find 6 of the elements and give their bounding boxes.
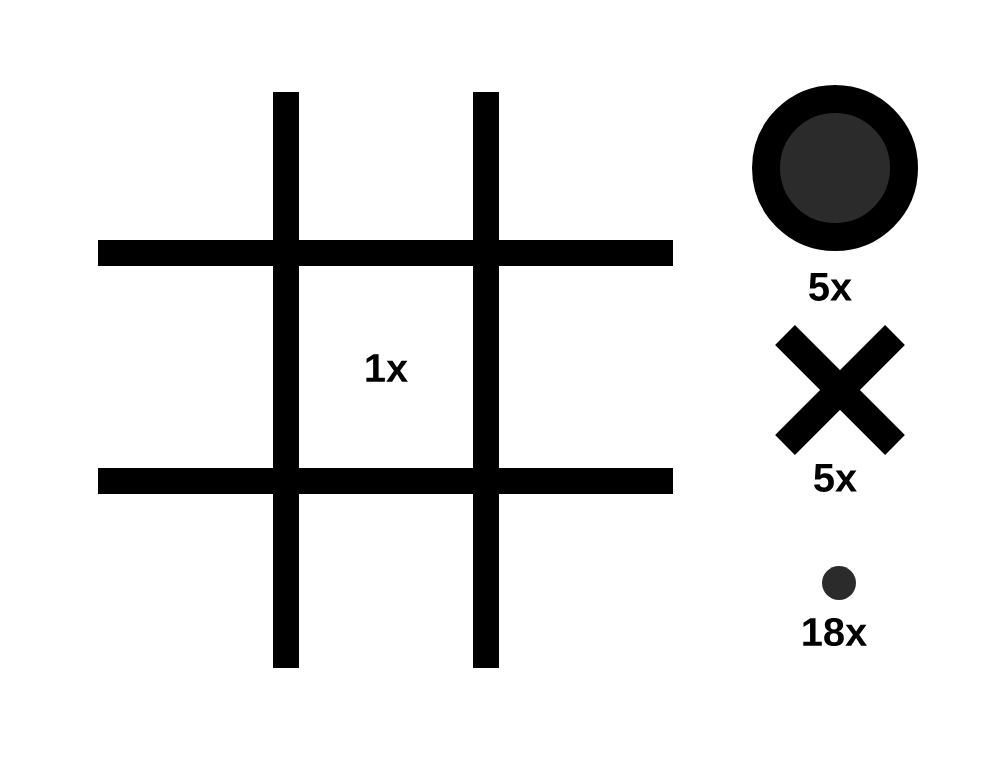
count-label: 5x: [814, 464, 857, 492]
ring-symbol: [752, 85, 918, 251]
dot-symbol: [822, 566, 856, 600]
count-label: 1x: [366, 354, 408, 382]
count-label: 18x: [803, 617, 867, 647]
count-label: 5x: [809, 273, 852, 301]
